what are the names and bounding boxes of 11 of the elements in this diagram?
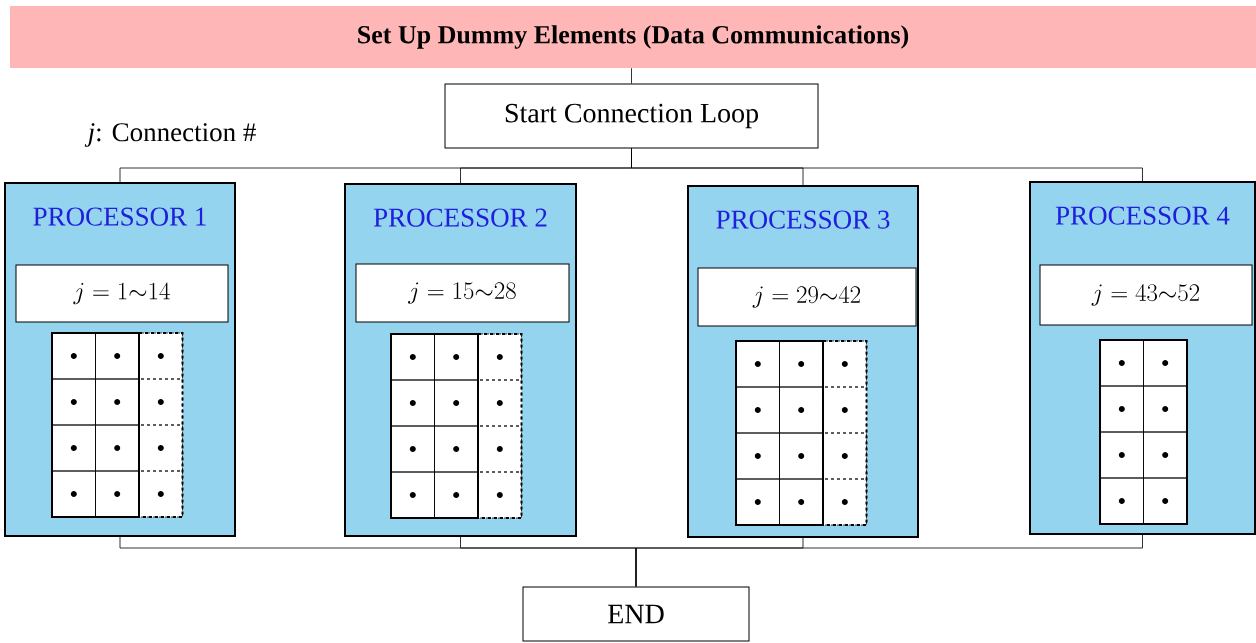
- connector-line: [631, 67, 632, 84]
- process-box: END: [522, 586, 750, 642]
- range-box: $j = 29{\sim}42$: [697, 267, 917, 327]
- connector-line: [631, 148, 1143, 182]
- process-box: Start Connection Loop: [444, 83, 819, 149]
- range-box: $j = 1{\sim}14$: [15, 264, 229, 323]
- note-text: j: Connection #: [84, 123, 256, 147]
- connector-line: [635, 534, 1143, 587]
- title-band: Set Up Dummy Elements (Data Communications): [10, 6, 1256, 68]
- range-box: $j = 15{\sim}28$: [355, 263, 570, 323]
- range-box: $j = 43{\sim}52$: [1039, 264, 1253, 326]
